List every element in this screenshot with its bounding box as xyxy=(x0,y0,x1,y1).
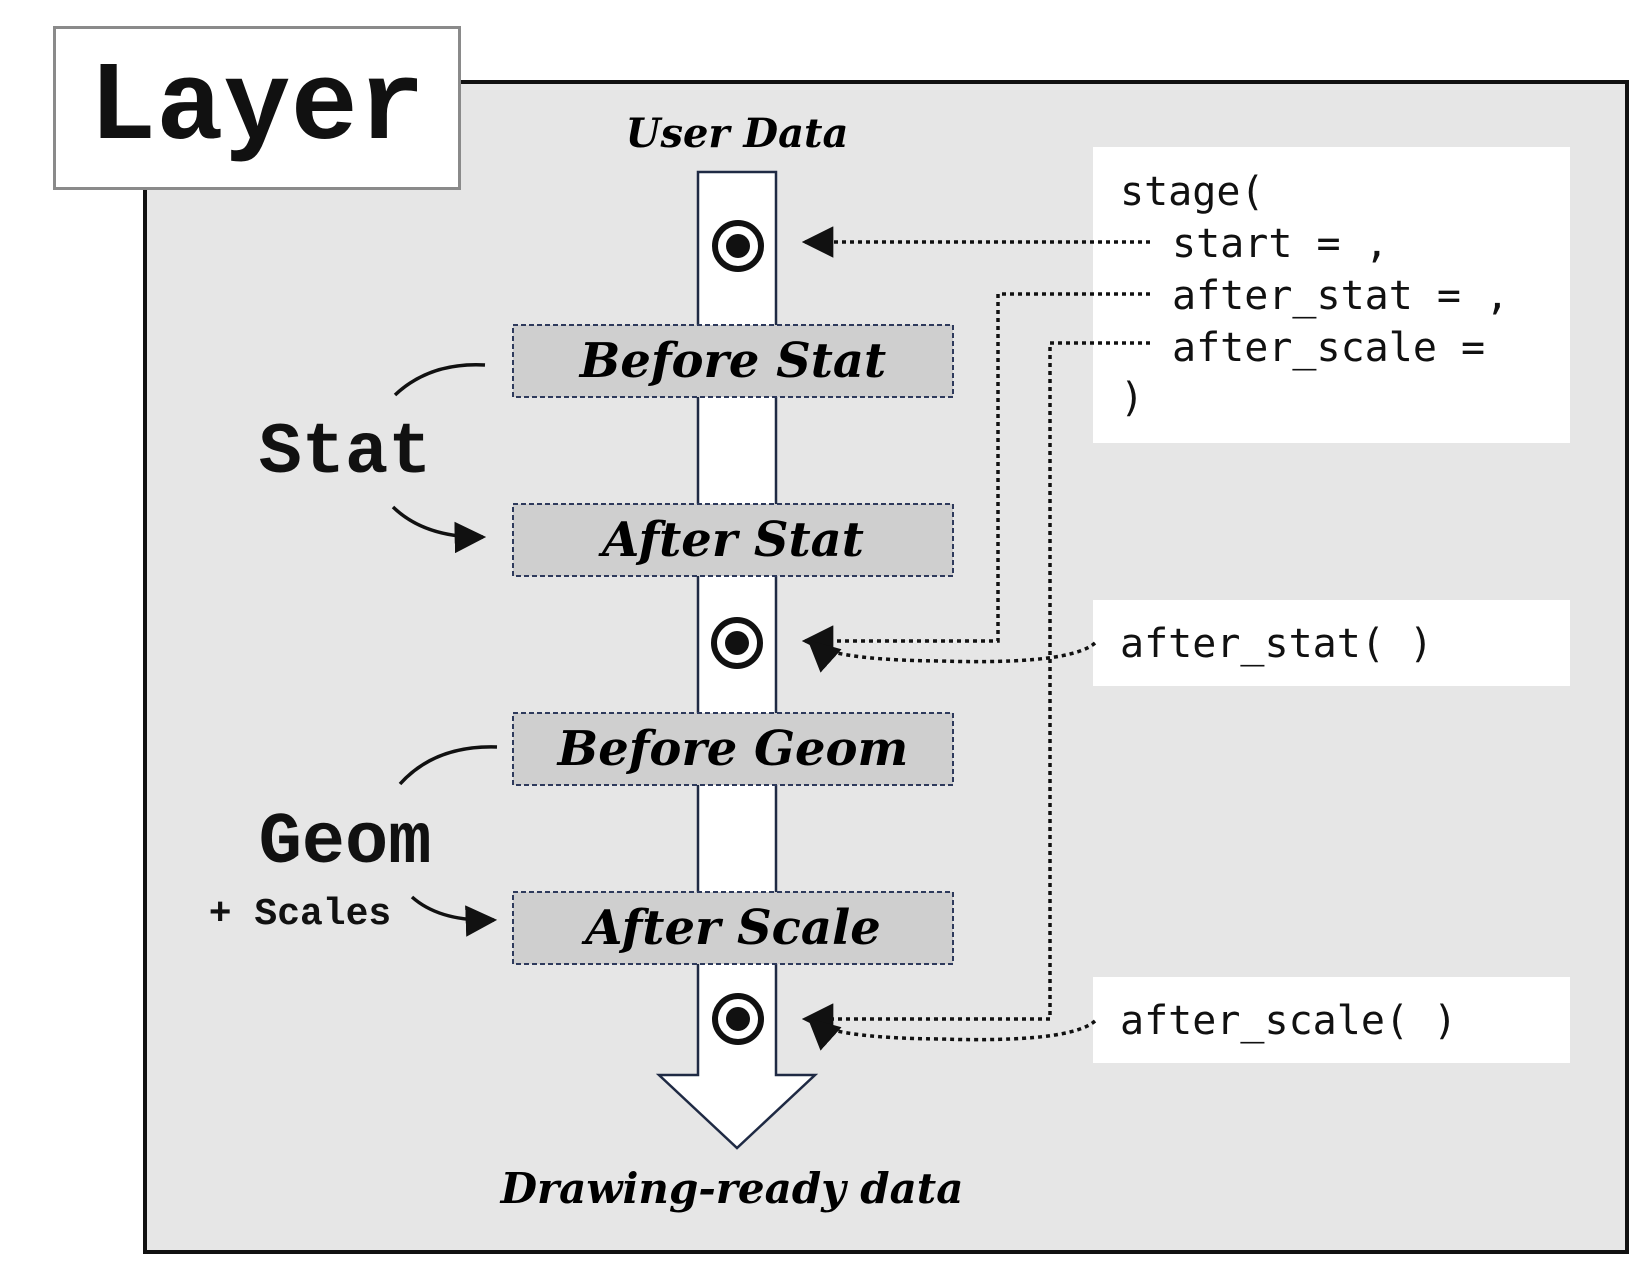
after-scale-connector xyxy=(801,341,1150,1035)
layer-title-box: Layer xyxy=(53,26,461,190)
stage-before-stat: Before Stat xyxy=(512,324,954,398)
stat-in-curve xyxy=(393,363,486,397)
stage-after-stat: After Stat xyxy=(512,503,954,577)
stat-group-label: Stat xyxy=(259,412,432,494)
geom-out-arrow xyxy=(410,895,498,937)
target-marker-icon xyxy=(712,220,764,272)
stage-before-geom: Before Geom xyxy=(512,712,954,786)
after-scale-fn-connector xyxy=(807,1017,1097,1051)
stage-label: After Scale xyxy=(581,900,881,956)
after-stat-fn-connector xyxy=(807,639,1097,673)
geom-in-curve xyxy=(398,745,498,786)
code-after-stat-fn: after_stat( ) xyxy=(1120,621,1433,667)
scales-label: + Scales xyxy=(209,893,391,936)
stat-out-arrow xyxy=(391,505,487,554)
code-start-arg: start = , xyxy=(1172,221,1389,267)
stage-label: After Stat xyxy=(598,512,864,568)
code-stage-close: ) xyxy=(1120,375,1144,421)
stage-after-scale: After Scale xyxy=(512,891,954,965)
after-scale-code-box xyxy=(1093,977,1570,1063)
target-marker-icon xyxy=(712,993,764,1045)
stage-label: Before Stat xyxy=(578,333,886,389)
target-marker-icon xyxy=(711,617,763,669)
stage-label: Before Geom xyxy=(556,721,909,777)
user-data-label: User Data xyxy=(626,110,849,157)
stage-code-box xyxy=(1093,147,1570,443)
layer-title: Layer xyxy=(88,44,426,172)
code-stage-open: stage( xyxy=(1120,169,1265,215)
drawing-ready-data-label: Drawing-ready data xyxy=(500,1164,964,1213)
code-after-scale-fn: after_scale( ) xyxy=(1120,998,1457,1044)
code-after-stat-arg: after_stat = , xyxy=(1172,273,1509,319)
after-stat-code-box xyxy=(1093,600,1570,686)
geom-group-label: Geom xyxy=(259,802,432,884)
after-stat-connector xyxy=(801,292,1150,657)
code-after-scale-arg: after_scale = xyxy=(1172,325,1485,371)
